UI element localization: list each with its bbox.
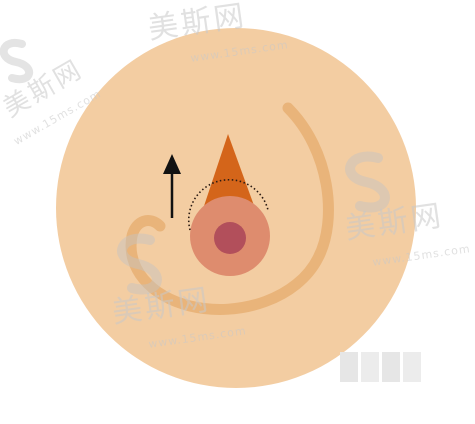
nipple-circle <box>214 222 246 254</box>
blur-block <box>361 352 379 382</box>
blur-block <box>340 352 358 382</box>
areola-dotted-outline <box>187 178 269 231</box>
breast-contour-line <box>125 102 334 315</box>
watermark-logo-icon <box>0 38 390 295</box>
up-arrow-icon <box>163 154 181 218</box>
blur-block <box>382 352 400 382</box>
blur-block <box>403 352 421 382</box>
blurred-caption-placeholder <box>340 352 422 382</box>
